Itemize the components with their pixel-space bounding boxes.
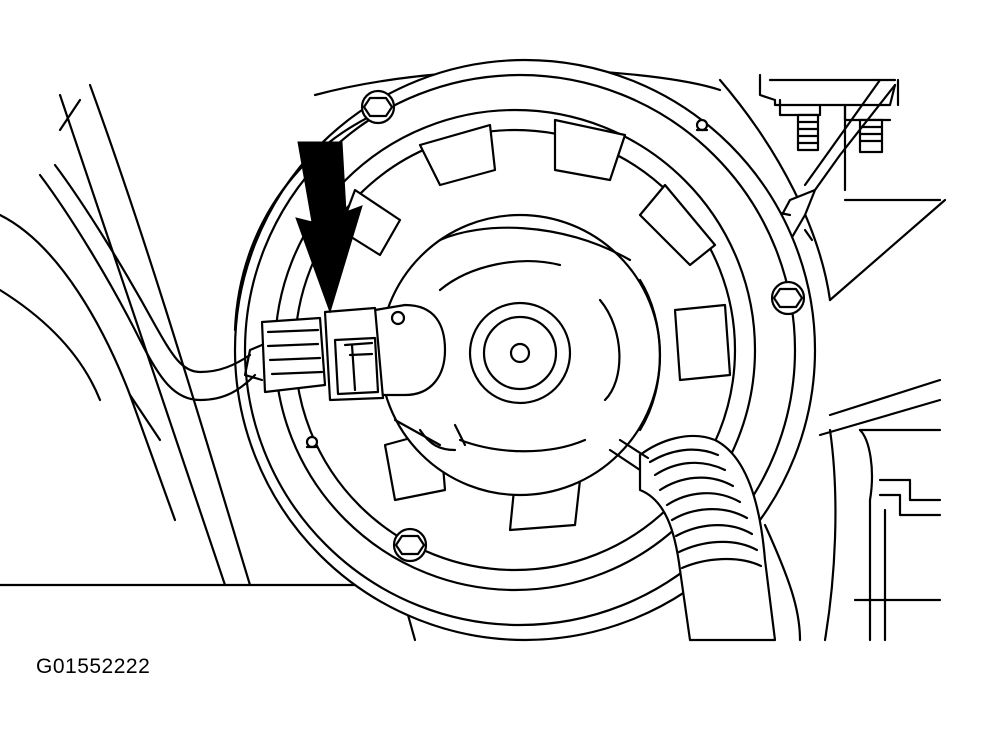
motor-connector-socket bbox=[373, 303, 447, 397]
wire-harness bbox=[38, 163, 257, 442]
motor-body bbox=[378, 213, 662, 497]
bolt-icon bbox=[360, 89, 806, 563]
electrical-connector-icon bbox=[243, 306, 385, 402]
figure-code: G01552222 bbox=[36, 655, 151, 678]
corrugated-loom bbox=[608, 434, 777, 642]
terminal-block bbox=[758, 73, 900, 192]
down-arrow-icon bbox=[295, 141, 363, 314]
stud-markers bbox=[305, 118, 709, 449]
